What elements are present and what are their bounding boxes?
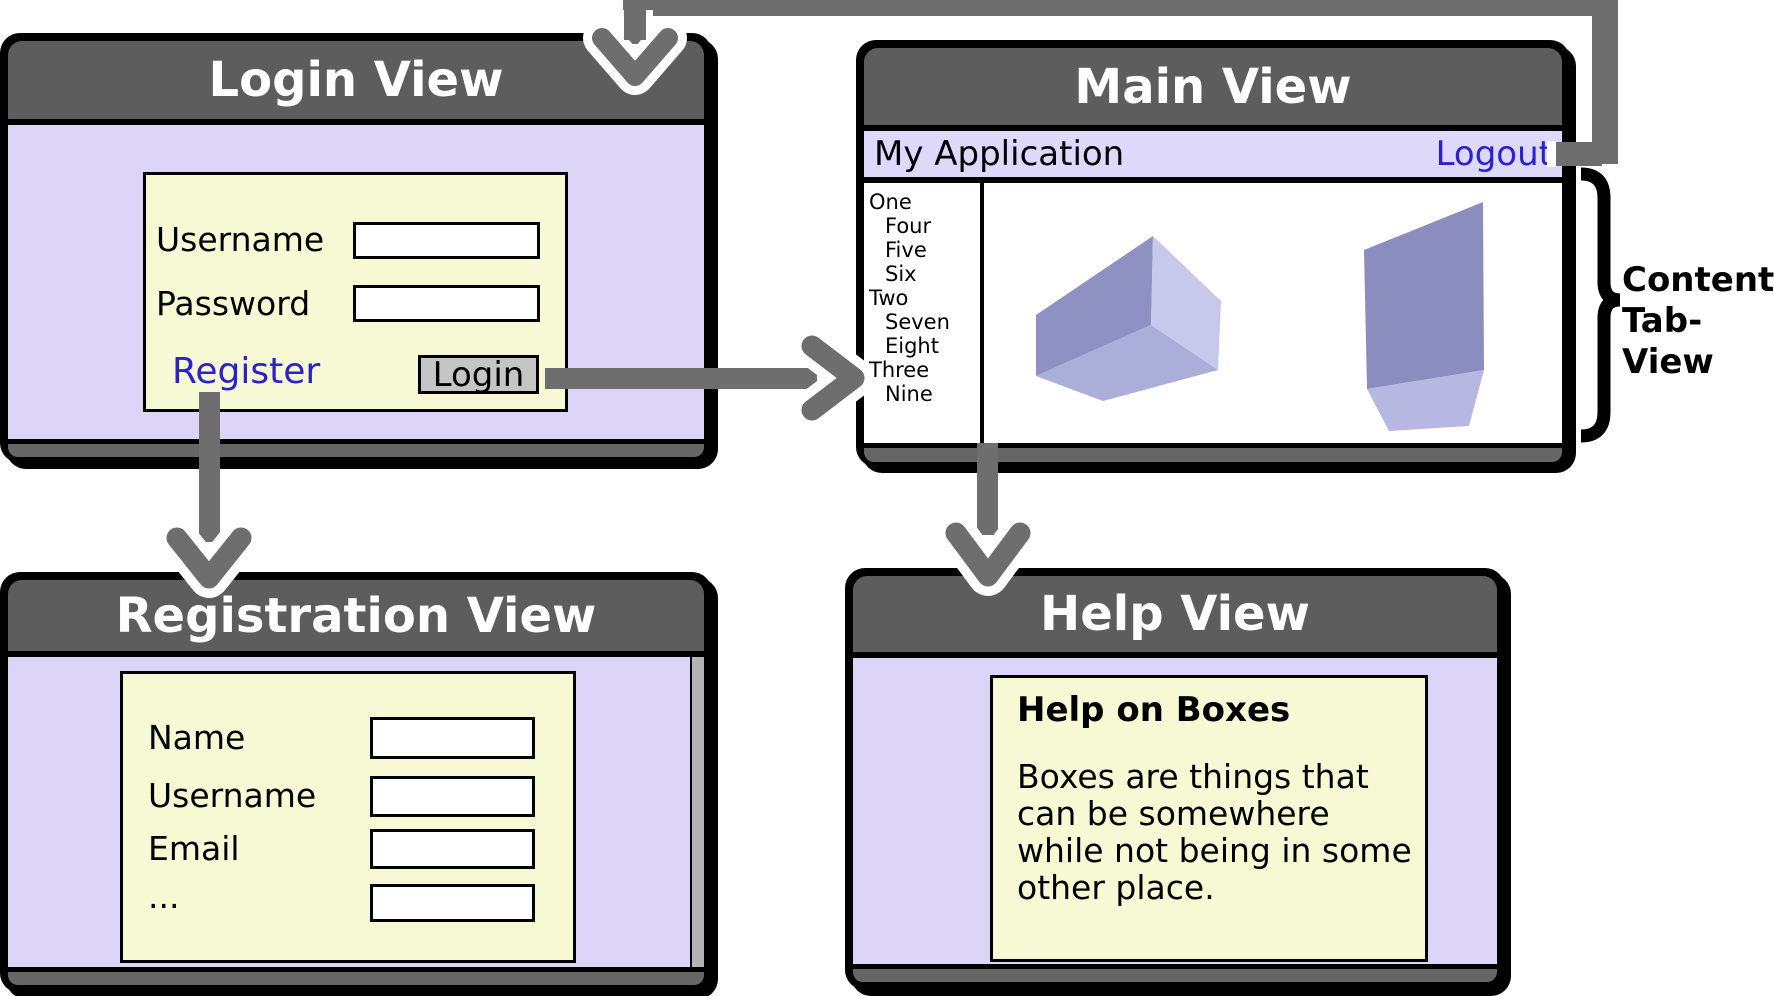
login-view-titlebar: Login View — [8, 41, 704, 119]
help-view-body: Help on Boxes Boxes are things that can … — [853, 658, 1497, 964]
login-view-title: Login View — [208, 52, 504, 108]
login-view-body: Username Password Register Login — [8, 125, 704, 439]
email-label: Email — [148, 829, 240, 868]
annotation-line1: Content — [1622, 260, 1774, 300]
registration-view-bottombar — [8, 972, 704, 985]
name-input[interactable] — [370, 717, 535, 759]
registration-view-titlebar: Registration View — [8, 580, 704, 651]
main-toolbar: My Application Logout — [864, 131, 1562, 177]
app-name-label: My Application — [874, 134, 1125, 174]
registration-form: Name Username Email ... — [120, 671, 576, 963]
tree-item[interactable]: Nine — [885, 382, 933, 406]
login-button[interactable]: Login — [418, 355, 539, 395]
content-pane — [984, 183, 1562, 443]
login-view-bottombar — [8, 444, 704, 457]
username-label: Username — [156, 220, 325, 259]
main-view-titlebar: Main View — [864, 48, 1562, 125]
main-content-area: One Four Five Six Two Seven Eight Three … — [864, 183, 1562, 443]
registration-view-title: Registration View — [115, 587, 597, 644]
registration-view-window: Registration View Name Username Email ..… — [0, 572, 712, 993]
ellipsis-label: ... — [148, 877, 180, 916]
tree-item[interactable]: Eight — [885, 334, 939, 358]
ellipsis-input[interactable] — [370, 884, 535, 922]
reg-username-label: Username — [148, 776, 317, 815]
logout-link[interactable]: Logout — [1435, 134, 1552, 174]
login-view-window: Login View Username Password Register Lo… — [0, 33, 712, 463]
username-input[interactable] — [353, 222, 540, 259]
scrollbar-strip[interactable] — [690, 657, 704, 967]
content-area-annotation: Content Tab-View — [1622, 260, 1774, 383]
reg-username-input[interactable] — [370, 776, 535, 817]
tree-item[interactable]: Six — [885, 262, 917, 286]
login-form: Username Password Register Login — [143, 172, 568, 412]
help-view-bottombar — [853, 969, 1497, 982]
tree-item[interactable]: Seven — [885, 310, 950, 334]
tree-item[interactable]: One — [869, 190, 912, 214]
password-input[interactable] — [353, 285, 540, 322]
password-label: Password — [156, 284, 311, 323]
help-panel: Help on Boxes Boxes are things that can … — [990, 675, 1428, 962]
tree-item[interactable]: Two — [869, 286, 909, 310]
content-area-brace — [1580, 167, 1621, 443]
main-view-title: Main View — [1074, 58, 1352, 115]
help-view-window: Help View Help on Boxes Boxes are things… — [845, 568, 1505, 990]
help-heading: Help on Boxes — [1017, 690, 1291, 730]
name-label: Name — [148, 718, 246, 757]
navigation-tree: One Four Five Six Two Seven Eight Three … — [864, 183, 984, 443]
tree-item[interactable]: Four — [885, 214, 932, 238]
main-view-window: Main View My Application Logout One Four… — [856, 40, 1570, 467]
registration-view-body: Name Username Email ... — [8, 657, 704, 967]
tree-list: One Four Five Six Two Seven Eight Three … — [864, 183, 980, 406]
annotation-line2: Tab-View — [1622, 301, 1714, 382]
help-paragraph: Boxes are things that can be somewhere w… — [1017, 757, 1412, 907]
email-input[interactable] — [370, 829, 535, 869]
tree-item[interactable]: Five — [885, 238, 927, 262]
main-view-bottombar — [864, 448, 1562, 462]
help-view-title: Help View — [1040, 586, 1310, 642]
register-link[interactable]: Register — [172, 351, 321, 392]
tree-item[interactable]: Three — [869, 358, 930, 382]
help-view-titlebar: Help View — [853, 576, 1497, 652]
content-boxes-illustration — [1036, 202, 1484, 431]
